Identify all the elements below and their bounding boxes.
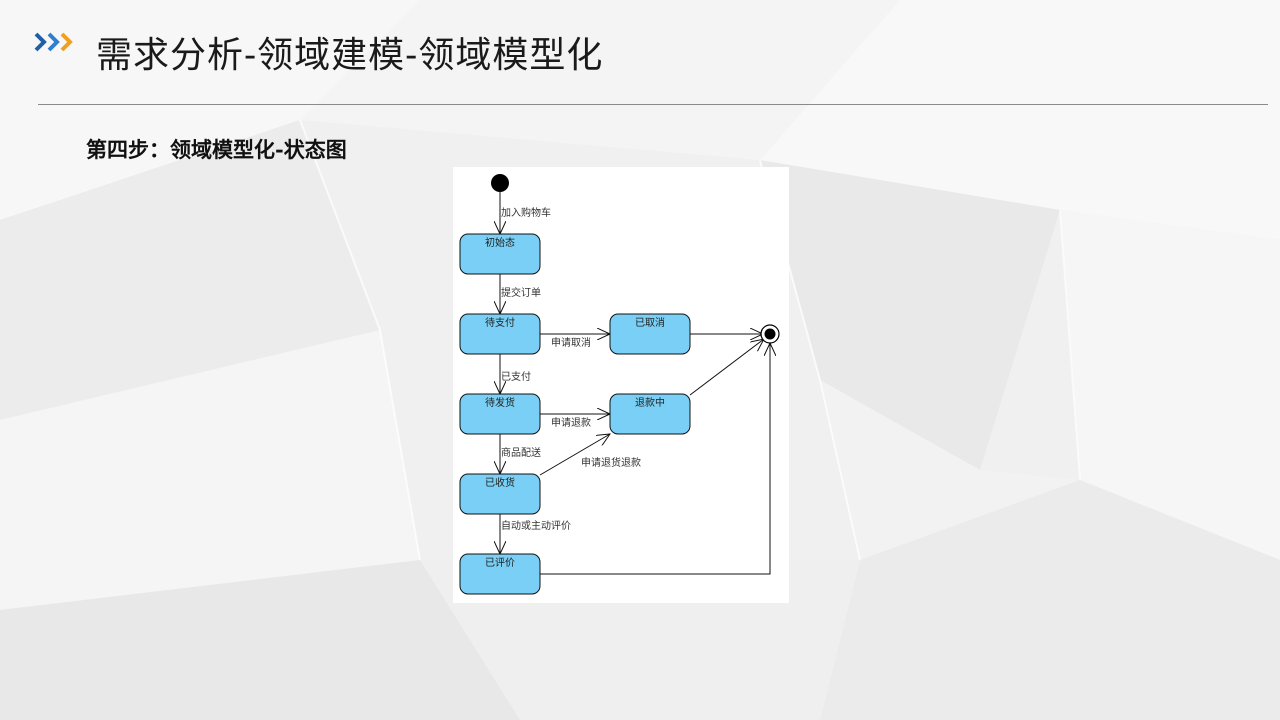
page-title: 需求分析-领域建模-领域模型化	[96, 35, 604, 76]
label-request-refund: 申请退款	[551, 416, 591, 429]
initial-node	[491, 174, 509, 192]
label-ship-goods: 商品配送	[501, 446, 541, 459]
state-initial: 初始态	[459, 233, 541, 275]
transitions	[500, 192, 770, 575]
state-pending-shipment: 待发货	[459, 393, 541, 435]
state-pending-payment: 待支付	[459, 313, 541, 355]
state-cancelled-label: 已取消	[635, 316, 665, 329]
final-node	[760, 324, 780, 344]
state-received-label: 已收货	[485, 476, 515, 489]
label-request-cancel: 申请取消	[551, 336, 591, 349]
edge-refunding-to-final	[689, 339, 764, 396]
label-auto-review: 自动或主动评价	[501, 519, 571, 532]
state-cancelled: 已取消	[609, 313, 691, 355]
header-divider	[38, 104, 1268, 105]
label-paid: 已支付	[501, 370, 531, 383]
label-add-to-cart: 加入购物车	[501, 206, 551, 219]
state-refunding-label: 退款中	[635, 396, 665, 409]
chevron-1	[34, 32, 47, 52]
label-request-return-refund: 申请退货退款	[581, 456, 641, 469]
chevron-3	[60, 32, 73, 52]
state-initial-label: 初始态	[485, 236, 515, 249]
label-submit-order: 提交订单	[501, 286, 541, 299]
state-pending-payment-label: 待支付	[485, 316, 515, 329]
state-diagram-panel: 初始态 待支付 已取消 待发货 退款中 已收货 已评价 加入购物车 提交订单	[453, 167, 789, 603]
chevron-logo-icon	[34, 32, 73, 52]
edge-reviewed-to-final	[540, 343, 770, 575]
state-reviewed-label: 已评价	[485, 557, 515, 569]
state-received: 已收货	[459, 473, 541, 515]
edge-request-return-refund	[539, 434, 610, 476]
state-diagram: 初始态 待支付 已取消 待发货 退款中 已收货 已评价 加入购物车 提交订单	[459, 174, 780, 595]
chevron-2	[47, 32, 60, 52]
state-refunding: 退款中	[609, 393, 691, 435]
section-subtitle: 第四步：领域模型化-状态图	[86, 137, 347, 162]
state-reviewed: 已评价	[459, 553, 541, 595]
state-pending-shipment-label: 待发货	[485, 396, 515, 409]
